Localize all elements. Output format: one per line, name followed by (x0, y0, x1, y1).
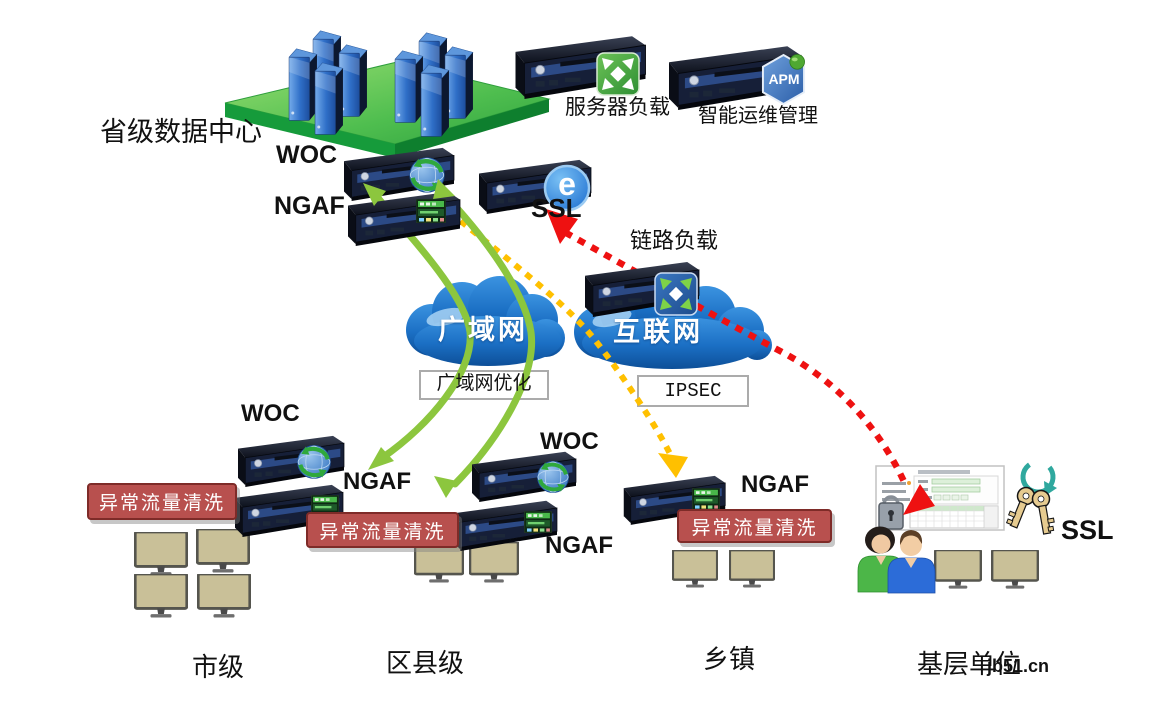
watermark: jb51.cn (987, 656, 1050, 676)
apm-badge-text: APM (768, 71, 800, 87)
grassroots-ssl-label: SSL (1061, 515, 1114, 545)
district-woc-globe-icon (535, 459, 571, 495)
township-clean-box: 异常流量清洗 (677, 509, 832, 543)
district-clean-box: 异常流量清洗 (306, 512, 459, 548)
datacenter-title: 省级数据中心 (100, 117, 262, 147)
arrowheads (363, 179, 935, 515)
ngaf-badge-icon (416, 199, 446, 223)
ops-label: 智能运维管理 (698, 105, 818, 127)
link-load-balance-icon (654, 272, 698, 316)
ssl-e-glyph: e (558, 166, 576, 202)
city-ngaf-label: NGAF (343, 468, 411, 495)
township-ngaf-badge-icon (692, 488, 720, 510)
ssl-top-label: SSL (531, 193, 582, 223)
ipsec-box (637, 375, 749, 407)
users-icon (857, 526, 936, 594)
city-clean-box: 异常流量清洗 (87, 483, 237, 520)
city-woc-globe-icon (298, 446, 331, 479)
padlock-icon (878, 495, 904, 530)
wan-opt-arrows (368, 190, 536, 498)
keys-icon (1005, 459, 1057, 535)
woc-top-label: WOC (276, 141, 338, 169)
district-woc-label: WOC (540, 428, 599, 455)
link-load-label: 链路负载 (630, 228, 719, 253)
wan-opt-label: 广域网优化 (436, 373, 532, 394)
wan-cloud-label: 广域网 (438, 315, 528, 345)
district-ngaf-badge-icon (524, 511, 552, 533)
district-name: 区县级 (386, 648, 465, 678)
server-load-balance-icon (596, 52, 640, 96)
township-workstations (672, 550, 775, 588)
server-load-label: 服务器负载 (565, 96, 670, 119)
city-woc-label: WOC (241, 400, 300, 427)
township-ngaf-label: NGAF (741, 471, 809, 498)
internet-cloud-label: 互联网 (613, 317, 703, 347)
grassroots-name: 基层单位 (917, 649, 1022, 679)
ssl-e-icon (543, 164, 591, 212)
city-name: 市级 (192, 652, 245, 682)
datacenter-platform (224, 61, 551, 158)
ipsec-label: IPSEC (664, 380, 722, 402)
grassroots-workstations (934, 550, 1039, 589)
city-workstations (134, 529, 251, 618)
district-ngaf-label: NGAF (545, 532, 613, 559)
ngaf-top-label: NGAF (274, 192, 345, 220)
township-name: 乡镇 (703, 644, 756, 674)
